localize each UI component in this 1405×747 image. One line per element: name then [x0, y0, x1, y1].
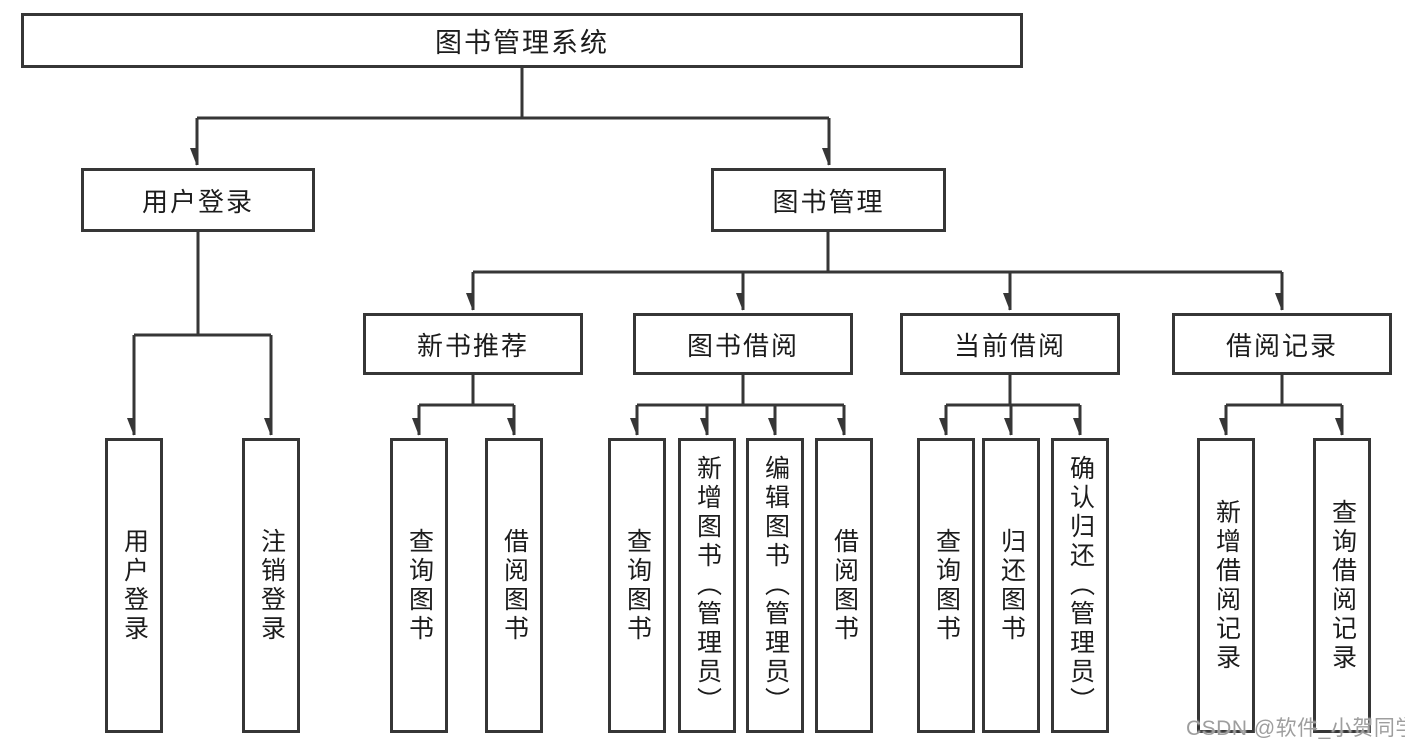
leaf-current-query-book: 查询图书 [917, 438, 975, 733]
csdn-watermark: CSDN @软件_小贺同学 [1186, 717, 1405, 740]
node-new-book-recommendation: 新书推荐 [363, 313, 583, 375]
leaf-borrow-add-book-admin: 新增图书（管理员） [678, 438, 736, 733]
node-current-borrowing: 当前借阅 [900, 313, 1120, 375]
node-user-login: 用户登录 [81, 168, 315, 232]
leaf-records-add-record: 新增借阅记录 [1197, 438, 1255, 733]
leaf-current-confirm-return-admin: 确认归还（管理员） [1051, 438, 1109, 733]
node-root-library-management-system: 图书管理系统 [21, 13, 1023, 68]
leaf-borrow-borrow-book: 借阅图书 [815, 438, 873, 733]
leaf-recommend-borrow-book: 借阅图书 [485, 438, 543, 733]
node-borrowing-records: 借阅记录 [1172, 313, 1392, 375]
leaf-borrow-edit-book-admin: 编辑图书（管理员） [746, 438, 804, 733]
node-book-borrowing: 图书借阅 [633, 313, 853, 375]
node-book-management: 图书管理 [711, 168, 946, 232]
leaf-borrow-query-book: 查询图书 [608, 438, 666, 733]
leaf-current-return-book: 归还图书 [982, 438, 1040, 733]
leaf-records-query-record: 查询借阅记录 [1313, 438, 1371, 733]
leaf-recommend-query-book: 查询图书 [390, 438, 448, 733]
leaf-logout: 注销登录 [242, 438, 300, 733]
leaf-user-login: 用户登录 [105, 438, 163, 733]
